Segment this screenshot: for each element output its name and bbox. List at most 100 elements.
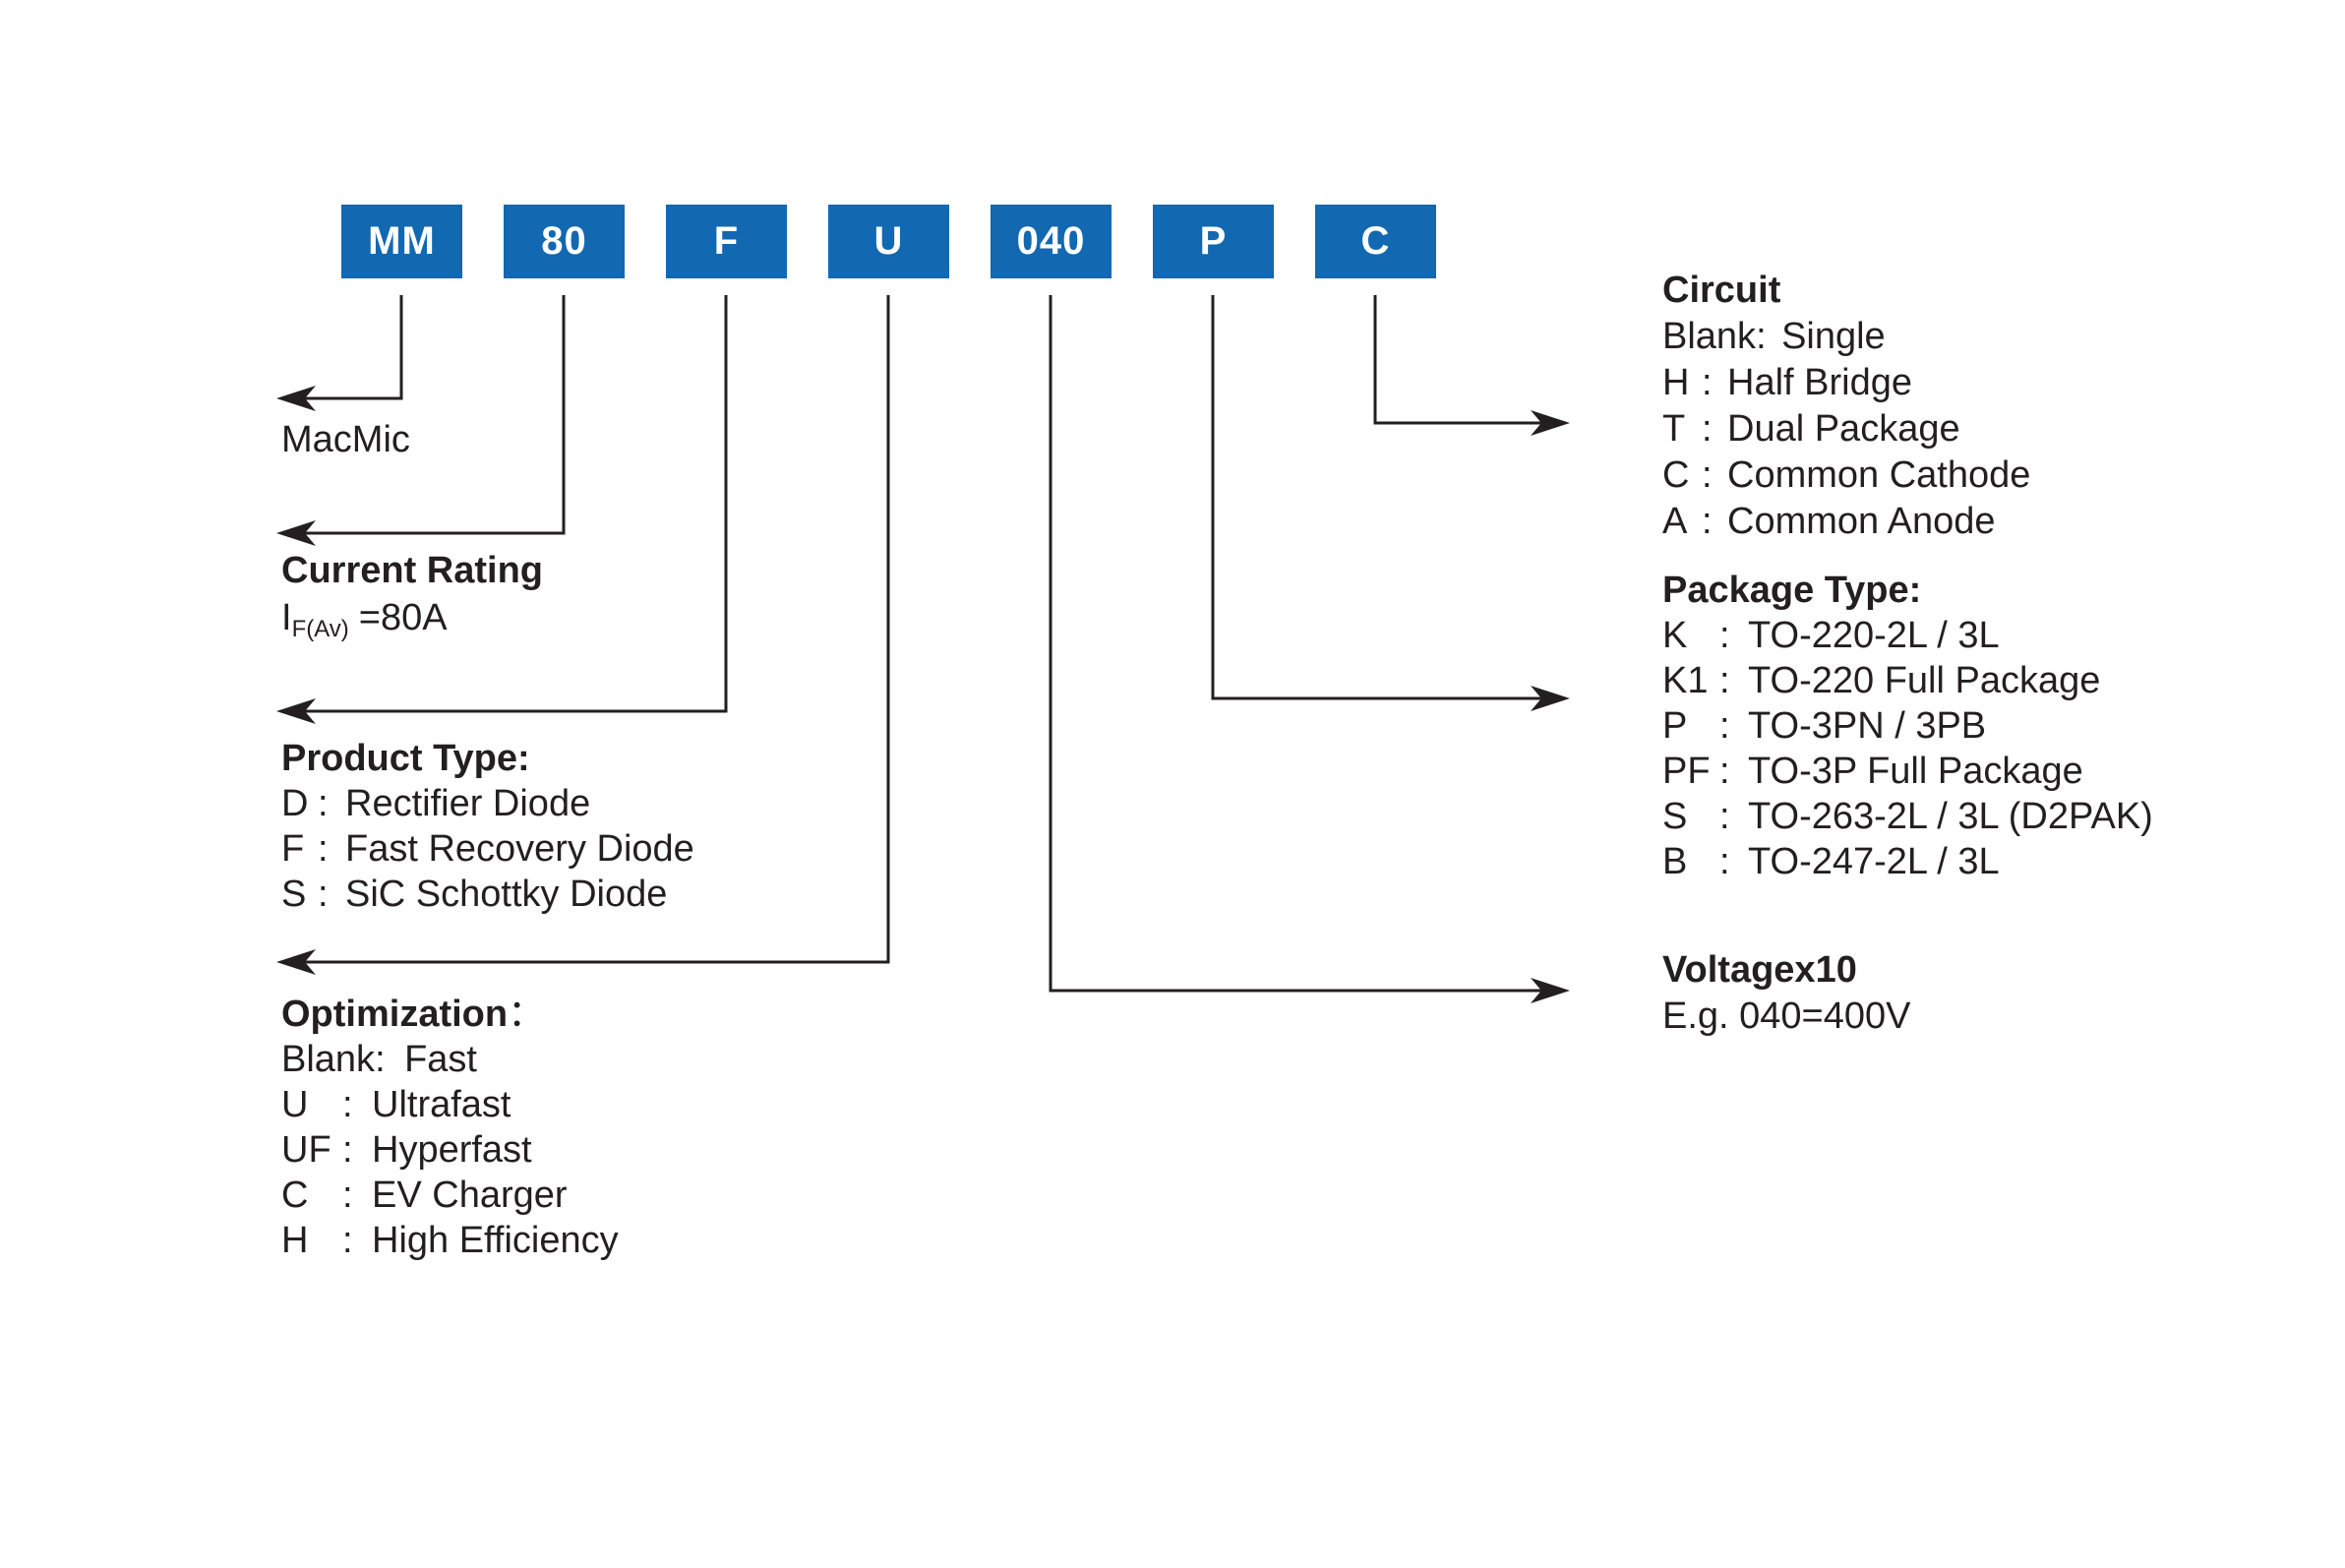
connector-current-rating [304,295,566,535]
section-title: Circuit [1662,270,1781,311]
item-colon: : [318,874,329,915]
list-item: H:Half Bridge [1662,360,2030,406]
list-item: K1:TO-220 Full Package [1662,658,2153,703]
section-title: Product Type: [281,738,530,779]
current-value: =80A [358,597,448,638]
arrowhead-left-optimization [276,949,316,975]
item-colon: : [342,1129,353,1171]
item-key: H [1662,362,1690,403]
item-key: C [281,1175,309,1216]
item-desc: Hyperfast [372,1129,532,1171]
current-rating-value: IF(Av)=80A [281,594,543,641]
list-item: S: SiC Schottky Diode [281,872,694,917]
list-item: C:Common Cathode [1662,452,2030,499]
section-title-line: Optimization： [281,992,619,1037]
section-title: Voltagex10 [1662,949,1857,991]
item-colon: : [375,1039,386,1080]
item-desc: TO-220 Full Package [1748,660,2101,701]
item-colon: : [1719,841,1730,882]
list-item: K:TO-220-2L / 3L [1662,613,2153,658]
item-colon: : [1702,501,1713,542]
list-item: P:TO-3PN / 3PB [1662,703,2153,749]
list-item: Blank: Single [1662,314,2030,360]
arrowhead-left-product-type [276,698,316,724]
item-desc: Common Cathode [1727,454,2031,496]
item-colon: : [1719,751,1730,792]
arrowhead-right-voltage [1531,978,1570,1003]
voltage-example: E.g. 040=400V [1662,995,1911,1037]
item-key: Blank [1662,316,1757,357]
item-key: U [281,1084,309,1125]
item-colon: : [318,828,329,870]
list-item: PF: TO-3P Full Package [1662,749,2153,794]
connector-package-type [1211,295,1542,700]
item-desc: Dual Package [1727,408,1960,450]
part-number-box-current: 80 [504,205,625,278]
package-type-section: Package Type: K:TO-220-2L / 3L K1:TO-220… [1662,568,2153,884]
item-desc: TO-3PN / 3PB [1748,705,1987,747]
item-desc: Half Bridge [1727,362,1912,403]
item-colon: : [318,783,329,824]
list-item: F: Fast Recovery Diode [281,826,694,872]
part-number-box-voltage: 040 [991,205,1112,278]
arrowhead-left-current-rating [276,520,316,546]
item-desc: Fast Recovery Diode [345,828,694,870]
current-rating-section: Current Rating IF(Av)=80A [281,547,543,641]
list-item: C:EV Charger [281,1173,619,1218]
item-desc: SiC Schottky Diode [345,874,668,915]
connector-circuit [1373,295,1542,425]
item-desc: TO-3P Full Package [1748,751,2083,792]
item-desc: Rectifier Diode [345,783,591,824]
part-number-box-circuit: C [1315,205,1436,278]
item-colon: : [1719,615,1730,656]
item-key: P [1662,705,1688,747]
item-colon: : [1702,454,1713,496]
brand-label: MacMic [281,419,410,460]
item-colon: : [1719,796,1730,837]
item-key: PF [1662,751,1711,792]
list-item: D: Rectifier Diode [281,781,694,826]
list-item: Blank:Fast [281,1037,619,1082]
item-key: H [281,1220,309,1261]
item-colon: : [1756,316,1767,357]
item-desc: EV Charger [372,1175,568,1216]
circuit-section: Circuit Blank:Single H:Half Bridge T:Dua… [1662,268,2030,545]
list-item: T: Dual Package [1662,406,2030,452]
voltage-section: Voltagex10 E.g. 040=400V [1662,947,1911,1040]
item-desc: TO-247-2L / 3L [1748,841,2000,882]
item-key: S [281,874,307,915]
part-number-box-package: P [1153,205,1274,278]
arrowhead-right-circuit [1531,410,1570,436]
connector-optimization [304,295,890,964]
item-key: B [1662,841,1688,882]
item-key: UF [281,1129,331,1171]
item-desc: Ultrafast [372,1084,511,1125]
part-number-box-brand: MM [341,205,462,278]
item-colon: : [342,1084,353,1125]
item-desc: TO-220-2L / 3L [1748,615,2000,656]
item-key: D [281,783,309,824]
arrowhead-left-brand [276,386,316,411]
optimization-section: Optimization： Blank:Fast U:Ultrafast UF:… [281,992,619,1263]
item-colon: : [1702,408,1713,450]
section-title: Package Type: [1662,570,1922,611]
section-title-colon: ： [508,994,546,1035]
item-desc: TO-263-2L / 3L (D2PAK) [1748,796,2153,837]
connector-voltage [1049,295,1542,993]
item-key: S [1662,796,1688,837]
item-key: F [281,828,305,870]
list-item: B: TO-247-2L / 3L [1662,839,2153,884]
brand-section: MacMic [281,417,410,462]
item-desc: Common Anode [1727,501,1996,542]
list-item: A:Common Anode [1662,499,2030,545]
list-item: U: Ultrafast [281,1082,619,1127]
item-key: K1 [1662,660,1709,701]
list-item: S: TO-263-2L / 3L (D2PAK) [1662,794,2153,839]
item-key: T [1662,408,1686,450]
list-item: H:High Efficiency [281,1218,619,1263]
item-desc: Single [1781,316,1886,357]
connector-product-type [304,295,728,713]
part-number-box-product: F [666,205,787,278]
item-colon: : [342,1220,353,1261]
